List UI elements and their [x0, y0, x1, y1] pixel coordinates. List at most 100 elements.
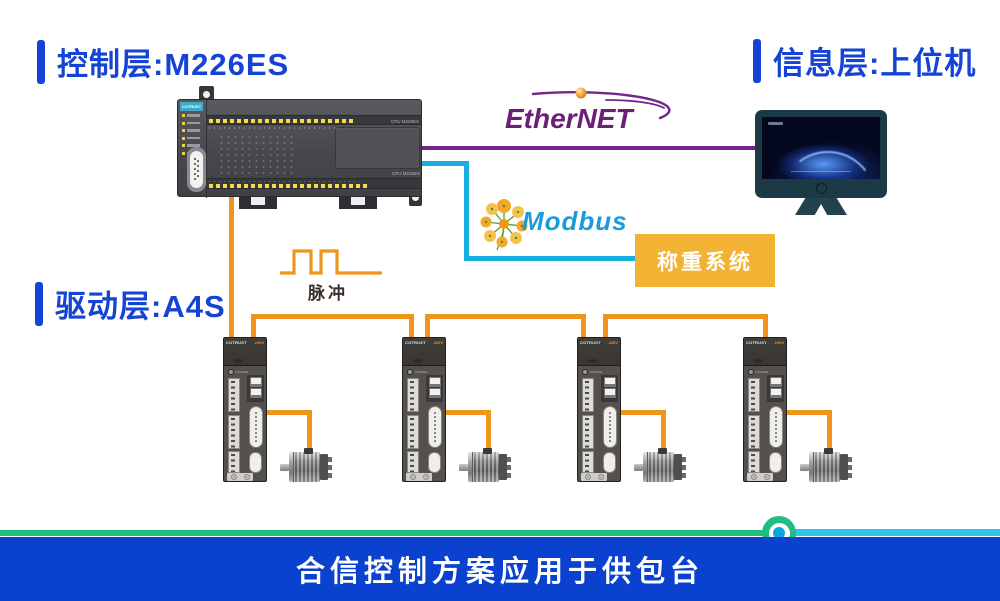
- motor-connector-cap: [499, 454, 511, 480]
- drive-bus-v: [251, 314, 256, 337]
- plc-status-led: [182, 136, 200, 140]
- heading-drive-layer-text: 驱动层:A4S: [55, 289, 226, 324]
- motor-wire-v: [486, 410, 491, 452]
- motor-wire-v: [661, 410, 666, 452]
- modbus-line-v: [464, 161, 469, 261]
- monitor-screen: [762, 117, 880, 179]
- drive-voltage-label: 220V: [254, 340, 264, 345]
- io-leds: [209, 119, 354, 123]
- rj45-port: [428, 388, 441, 398]
- io-numbers: [209, 180, 359, 182]
- drive-header: COTRUST 220V: [578, 338, 620, 366]
- io-connector: [428, 406, 442, 448]
- accent-line-cyan: [792, 529, 1000, 536]
- motor-connector-cap: [320, 454, 332, 480]
- terminal-block: [582, 378, 594, 412]
- encoder-connector: [603, 452, 616, 473]
- heading-accent-bar: [753, 38, 761, 83]
- plc-to-drive-wire: [229, 195, 234, 337]
- plc-status-led: [182, 129, 200, 132]
- plc-status-led: [182, 114, 200, 117]
- heading-control-layer: 控制层:M226ES: [37, 39, 289, 84]
- drive-bus-h: [603, 314, 768, 319]
- screw-icon: [230, 474, 237, 480]
- servo-drive-3: COTRUST 220V CHARGE: [577, 337, 621, 482]
- screw-icon: [584, 474, 591, 480]
- charge-led: [748, 369, 754, 375]
- drive-bus-v: [425, 314, 430, 337]
- terminal-block: [407, 378, 419, 412]
- motor-wire-h: [787, 410, 832, 415]
- plc-panel-divider: [206, 100, 207, 198]
- charge-indicator: CHARGE: [748, 369, 768, 375]
- pulse-waveform: [278, 246, 386, 283]
- modbus-line-h2: [464, 256, 635, 261]
- drive-notch: [588, 359, 597, 363]
- terminal-block: [748, 378, 760, 412]
- rj45-port: [603, 377, 616, 387]
- plc-din-clip: [239, 196, 277, 209]
- plc-body: COTRUST CPU M226ES CPU M226ES: [177, 99, 422, 198]
- terminal-block: [228, 378, 240, 412]
- motor-cable-connector: [824, 448, 833, 454]
- screen-earth-glow: [762, 117, 880, 179]
- charge-label: CHARGE: [414, 370, 428, 374]
- charge-indicator: CHARGE: [407, 369, 427, 375]
- motor-body: [468, 452, 499, 482]
- servo-motor-2: [459, 448, 511, 482]
- encoder-connector: [428, 452, 441, 473]
- drive-voltage-label: 220V: [608, 340, 618, 345]
- modbus-line-h1: [422, 161, 469, 166]
- drive-bus-h: [425, 314, 586, 319]
- drive-header: COTRUST 220V: [224, 338, 266, 366]
- screw-icon: [750, 474, 757, 480]
- drive-voltage-label: 220V: [433, 340, 443, 345]
- motor-wire-h: [446, 410, 491, 415]
- motor-connector-cap: [840, 454, 852, 480]
- motor-shaft: [634, 464, 643, 471]
- motor-cable-connector: [304, 448, 313, 454]
- motor-flange: [809, 452, 814, 482]
- ground-screws: [747, 473, 773, 481]
- plc-brand-label: COTRUST: [180, 102, 203, 111]
- serial-port-db9: [187, 147, 206, 192]
- ethernet-line: [422, 146, 755, 150]
- motor-connector-cap: [674, 454, 686, 480]
- drive-bus-v: [409, 314, 414, 337]
- plc-io-led-strip-top: CPU M226ES: [206, 115, 422, 125]
- screw-icon: [422, 474, 429, 480]
- io-connector: [769, 406, 783, 448]
- screw-icon: [597, 474, 604, 480]
- terminal-block: [228, 451, 240, 473]
- motor-body: [643, 452, 674, 482]
- square-wave-icon: [280, 249, 382, 275]
- drive-bus-v: [763, 314, 768, 337]
- terminal-block: [582, 451, 594, 473]
- plc-model-text: CPU M226ES: [390, 118, 419, 124]
- plc-status-led: [182, 144, 200, 147]
- motor-wire-v: [307, 410, 312, 452]
- terminal-block: [748, 451, 760, 473]
- io-numbers: [209, 127, 349, 129]
- drive-notch: [413, 359, 422, 363]
- plc-device: COTRUST CPU M226ES CPU M226ES: [177, 86, 422, 212]
- weighing-system-label: 称重系统: [657, 250, 753, 274]
- rj45-ports: [247, 375, 264, 402]
- terminal-block: [748, 415, 760, 449]
- screen-logo: [768, 122, 783, 125]
- motor-shaft: [280, 464, 289, 471]
- drive-voltage-label: 220V: [774, 340, 784, 345]
- ethernet-label: EtherNET: [505, 103, 633, 134]
- motor-flange: [643, 452, 648, 482]
- power-button-icon: [815, 183, 827, 194]
- ethernet-orbit-icon: [531, 87, 671, 120]
- io-leds: [209, 184, 369, 188]
- drive-brand-label: COTRUST: [580, 340, 601, 345]
- drive-notch: [754, 359, 763, 363]
- pulse-label: 脉冲: [308, 284, 348, 303]
- plc-access-door: [335, 127, 420, 169]
- servo-drive-2: COTRUST 220V CHARGE: [402, 337, 446, 482]
- mount-hole: [203, 91, 210, 98]
- ground-screws: [227, 473, 253, 481]
- terminal-block: [407, 415, 419, 449]
